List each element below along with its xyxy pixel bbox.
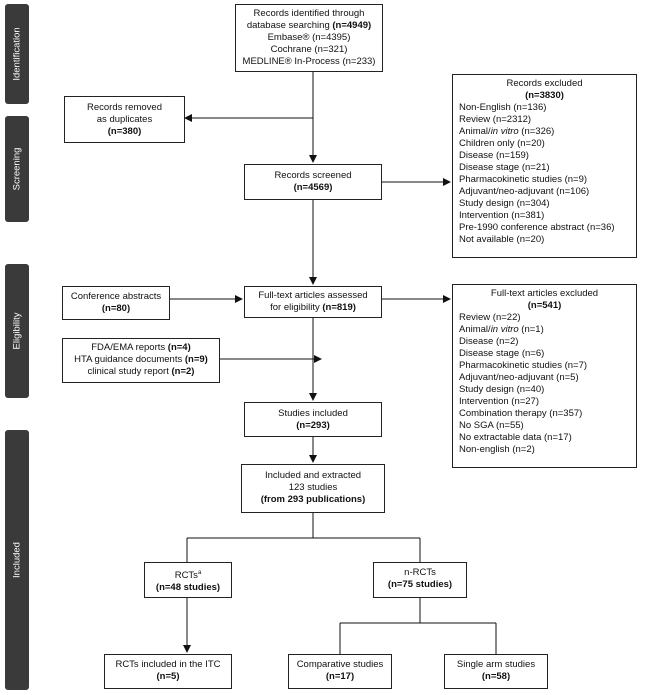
fulltext-excluded-title: Full-text articles excluded — [490, 288, 599, 299]
identified-count: (n=4949) — [332, 20, 372, 31]
single-arm-studies-box: Single arm studies (n=58) — [444, 654, 548, 689]
other-sources-csr: clinical study report (n=2) — [67, 366, 215, 378]
fulltext-excluded-item: Study design (n=40) — [459, 384, 545, 395]
records-excluded-item: Animal/in vitro (n=326) — [459, 126, 555, 137]
hta-label: HTA guidance documents — [74, 354, 185, 365]
phase-eligibility: Eligibility — [5, 264, 29, 398]
duplicates-count: (n=380) — [107, 126, 142, 137]
nrcts-label: n-RCTs — [404, 567, 436, 578]
fda-label: FDA/EMA reports — [91, 342, 168, 353]
screened-count: (n=4569) — [293, 182, 333, 193]
records-excluded-item: Intervention (n=381) — [459, 210, 545, 221]
records-identified-box: Records identified through database sear… — [235, 4, 383, 72]
other-sources-hta: HTA guidance documents (n=9) — [67, 354, 215, 366]
identified-cochrane: Cochrane (n=321) — [270, 44, 348, 55]
fulltext-line2-text: for eligibility — [270, 302, 323, 313]
records-excluded-title: Records excluded — [506, 78, 583, 89]
fulltext-excluded-count: (n=541) — [527, 300, 562, 311]
conference-count: (n=80) — [101, 303, 131, 314]
records-excluded-item: Review (n=2312) — [459, 114, 532, 125]
phase-label: Eligibility — [11, 312, 23, 350]
fulltext-excluded-item: Combination therapy (n=357) — [459, 408, 583, 419]
conference-label: Conference abstracts — [70, 291, 162, 302]
comparative-studies-box: Comparative studies (n=17) — [288, 654, 392, 689]
records-excluded-item: Children only (n=20) — [459, 138, 545, 149]
records-excluded-box: Records excluded (n=3830) Non-English (n… — [452, 74, 637, 258]
hta-count: (n=9) — [184, 354, 208, 365]
rcts-footnote-marker: a — [197, 570, 202, 576]
phase-identification: Identification — [5, 4, 29, 104]
identified-line2: database searching (n=4949) — [240, 20, 378, 32]
records-excluded-item: Disease stage (n=21) — [459, 162, 550, 173]
fulltext-excluded-item: Review (n=22) — [459, 312, 521, 323]
fulltext-excluded-item: Animal/in vitro (n=1) — [459, 324, 544, 335]
fulltext-excluded-box: Full-text articles excluded (n=541) Revi… — [452, 284, 637, 468]
single-arm-label: Single arm studies — [456, 659, 536, 670]
records-excluded-count: (n=3830) — [525, 90, 564, 101]
conference-abstracts-box: Conference abstracts (n=80) — [62, 286, 170, 320]
studies-included-label: Studies included — [278, 408, 348, 419]
comparative-count: (n=17) — [325, 671, 355, 682]
records-excluded-item: Study design (n=304) — [459, 198, 550, 209]
extracted-line2: 123 studies — [288, 482, 338, 493]
fulltext-excluded-item: No extractable data (n=17) — [459, 432, 572, 443]
nrcts-count: (n=75 studies) — [387, 579, 453, 590]
identified-line1: Records identified through — [253, 8, 365, 19]
csr-count: (n=2) — [171, 366, 195, 377]
other-sources-box: FDA/EMA reports (n=4) HTA guidance docum… — [62, 338, 220, 383]
rcts-itc-count: (n=5) — [156, 671, 180, 682]
phase-label: Screening — [11, 147, 23, 191]
phase-screening: Screening — [5, 116, 29, 222]
records-excluded-item: Non-English (n=136) — [459, 102, 547, 113]
fulltext-assessed-box: Full-text articles assessed for eligibil… — [244, 286, 382, 318]
phase-included: Included — [5, 430, 29, 690]
duplicates-box: Records removed as duplicates (n=380) — [64, 96, 185, 143]
rcts-label-line: RCTsa — [149, 567, 227, 582]
fulltext-excluded-item: Adjuvant/neo-adjuvant (n=5) — [459, 372, 579, 383]
rcts-box: RCTsa (n=48 studies) — [144, 562, 232, 598]
fulltext-line2: for eligibility (n=819) — [249, 302, 377, 314]
studies-included-box: Studies included (n=293) — [244, 402, 382, 437]
records-screened-box: Records screened (n=4569) — [244, 164, 382, 200]
fulltext-excluded-item: No SGA (n=55) — [459, 420, 524, 431]
included-extracted-box: Included and extracted 123 studies (from… — [241, 464, 385, 513]
rcts-itc-box: RCTs included in the ITC (n=5) — [104, 654, 232, 689]
csr-label: clinical study report — [87, 366, 172, 377]
nrcts-box: n-RCTs (n=75 studies) — [373, 562, 467, 598]
fulltext-excluded-item: Intervention (n=27) — [459, 396, 540, 407]
phase-label: Included — [11, 542, 23, 578]
extracted-line3: (from 293 publications) — [260, 494, 366, 505]
records-excluded-item: Adjuvant/neo-adjuvant (n=106) — [459, 186, 590, 197]
records-excluded-item: Pharmacokinetic studies (n=9) — [459, 174, 588, 185]
comparative-label: Comparative studies — [296, 659, 384, 670]
screened-label: Records screened — [274, 170, 352, 181]
rcts-label: RCTs — [174, 570, 198, 582]
fulltext-excluded-item: Disease (n=2) — [459, 336, 519, 347]
records-excluded-item: Disease (n=159) — [459, 150, 529, 161]
fda-count: (n=4) — [167, 342, 191, 353]
other-sources-fda: FDA/EMA reports (n=4) — [67, 342, 215, 354]
rcts-itc-label: RCTs included in the ITC — [115, 659, 221, 670]
identified-embase: Embase® (n=4395) — [267, 32, 351, 43]
fulltext-count: (n=819) — [322, 302, 356, 313]
records-excluded-item: Pre-1990 conference abstract (n=36) — [459, 222, 615, 233]
duplicates-line1: Records removed — [87, 102, 162, 113]
fulltext-excluded-item: Non-english (n=2) — [459, 444, 535, 455]
phase-label: Identification — [11, 27, 23, 81]
duplicates-line2: as duplicates — [96, 114, 153, 125]
studies-included-count: (n=293) — [296, 420, 330, 431]
rcts-count: (n=48 studies) — [155, 582, 221, 594]
identified-line2-text: database searching — [246, 20, 333, 31]
records-excluded-item: Not available (n=20) — [459, 234, 545, 245]
fulltext-excluded-item: Pharmacokinetic studies (n=7) — [459, 360, 588, 371]
single-arm-count: (n=58) — [481, 671, 511, 682]
fulltext-line1: Full-text articles assessed — [258, 290, 368, 301]
extracted-line1: Included and extracted — [264, 470, 362, 481]
identified-medline: MEDLINE® In-Process (n=233) — [242, 56, 376, 67]
fulltext-excluded-item: Disease stage (n=6) — [459, 348, 545, 359]
